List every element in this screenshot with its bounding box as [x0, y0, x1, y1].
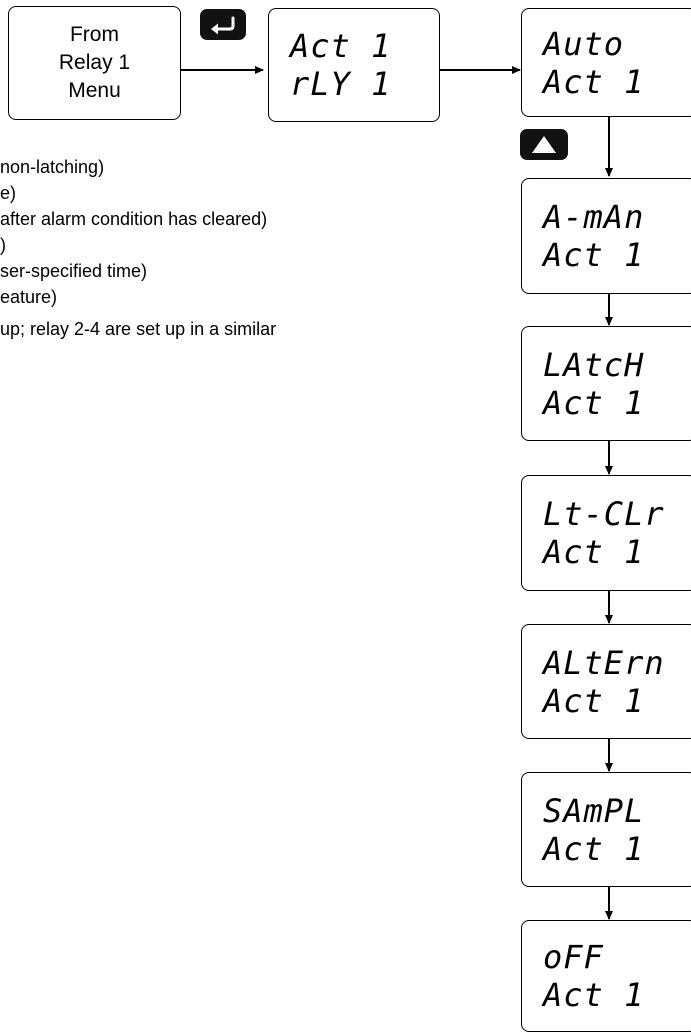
relay-action-display: Act 1 rLY 1	[268, 8, 440, 122]
note-line-1: non-latching)	[0, 157, 105, 177]
relay-display-line-1: Act 1	[290, 27, 392, 65]
action-display-latch: LAtcH Act 1	[521, 326, 691, 441]
action-notes: non-latching) e) after alarm condition h…	[0, 154, 480, 342]
display-line-2: Act 1	[543, 383, 645, 422]
from-relay-menu-box: From Relay 1 Menu	[8, 6, 181, 120]
display-line-1: oFF	[543, 938, 604, 976]
note-line-3: after alarm condition has cleared)	[0, 209, 268, 229]
relay-display-line-2: rLY 1	[290, 65, 392, 103]
display-line-1: A-mAn	[543, 198, 645, 236]
display-line-1: Auto	[543, 24, 625, 63]
note-line-5: ser-specified time)	[0, 261, 148, 281]
display-line-1: ALtErn	[543, 643, 665, 682]
enter-key-button[interactable]	[200, 9, 246, 40]
action-display-alternate: ALtErn Act 1	[521, 624, 691, 739]
display-line-1: SAmPL	[543, 791, 645, 830]
display-line-2: Act 1	[543, 533, 645, 571]
action-display-sample: SAmPL Act 1	[521, 772, 691, 887]
display-line-2: Act 1	[543, 829, 645, 868]
from-box-line-2: Relay 1	[58, 51, 131, 74]
from-box-line-3: Menu	[68, 79, 121, 102]
display-line-2: Act 1	[543, 236, 645, 274]
display-line-2: Act 1	[543, 62, 645, 101]
action-display-auto: Auto Act 1	[521, 8, 691, 117]
enter-return-icon	[211, 16, 235, 35]
up-key-button[interactable]	[520, 129, 568, 160]
from-box-line-1: From	[69, 23, 119, 46]
display-line-1: LAtcH	[543, 345, 645, 384]
action-display-auto-manual: A-mAn Act 1	[521, 178, 691, 294]
display-line-1: Lt-CLr	[543, 495, 665, 533]
note-line-6: eature)	[0, 287, 58, 307]
action-display-off: oFF Act 1	[521, 920, 691, 1032]
action-display-latch-clear: Lt-CLr Act 1	[521, 475, 691, 591]
display-line-2: Act 1	[543, 681, 645, 720]
note-line-4: )	[0, 235, 6, 255]
note-line-7: up; relay 2-4 are set up in a similar	[0, 319, 277, 339]
note-line-2: e)	[0, 183, 17, 203]
up-triangle-icon	[532, 136, 556, 153]
display-line-2: Act 1	[543, 976, 645, 1014]
